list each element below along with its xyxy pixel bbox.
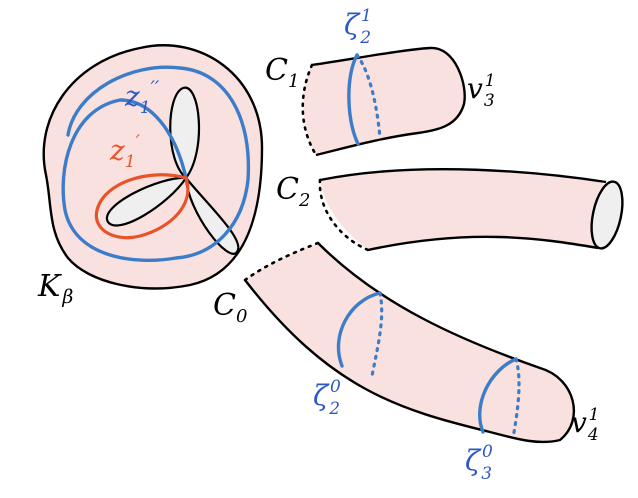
- tube-c2-dotted-end: [318, 178, 370, 252]
- tube-c1-dotted-end: [301, 63, 318, 157]
- tube-c1-body: [303, 47, 465, 155]
- tube-c0-dotted-end: [243, 241, 320, 282]
- label-v-3-1: v31: [467, 71, 495, 111]
- label-c2: C2: [276, 172, 310, 211]
- k-beta-surface: [42, 44, 264, 290]
- hole-top: [169, 86, 201, 180]
- z1-prime-curve: [94, 173, 190, 240]
- label-zeta-3-0: ζ30: [465, 442, 493, 484]
- zeta-3-0-back: [511, 357, 521, 440]
- tube-c2-top-edge: [319, 167, 607, 184]
- tube-c0-top-edge: [317, 242, 576, 444]
- tube-c2: [318, 167, 624, 252]
- zeta-2-1-front: [347, 53, 360, 146]
- label-c0: C0: [213, 288, 247, 327]
- label-z1-double-prime: z1′′: [124, 77, 160, 118]
- hole-left: [105, 176, 188, 227]
- tube-c0: [243, 241, 576, 444]
- z1-double-prime-curve: [61, 65, 251, 262]
- label-z1-prime: z1′: [109, 131, 141, 172]
- label-zeta-2-1: ζ21: [344, 6, 372, 48]
- tube-c2-open-end: [590, 180, 624, 250]
- label-zeta-2-0: ζ20: [313, 377, 341, 419]
- tube-c0-bottom-edge: [244, 279, 491, 434]
- tube-c2-bottom-edge: [367, 235, 599, 252]
- zeta-2-0-front: [336, 291, 382, 368]
- tube-c1: [301, 46, 466, 157]
- zeta-2-1-back: [355, 53, 382, 140]
- zeta-3-0-front: [478, 357, 518, 434]
- tube-c0-body: [245, 243, 574, 443]
- zeta-2-0-back: [370, 291, 384, 378]
- tube-c2-body: [320, 169, 619, 250]
- label-c1: C1: [265, 53, 299, 92]
- label-v-4-1: v41: [571, 405, 599, 445]
- tube-c1-top-edge: [311, 46, 466, 157]
